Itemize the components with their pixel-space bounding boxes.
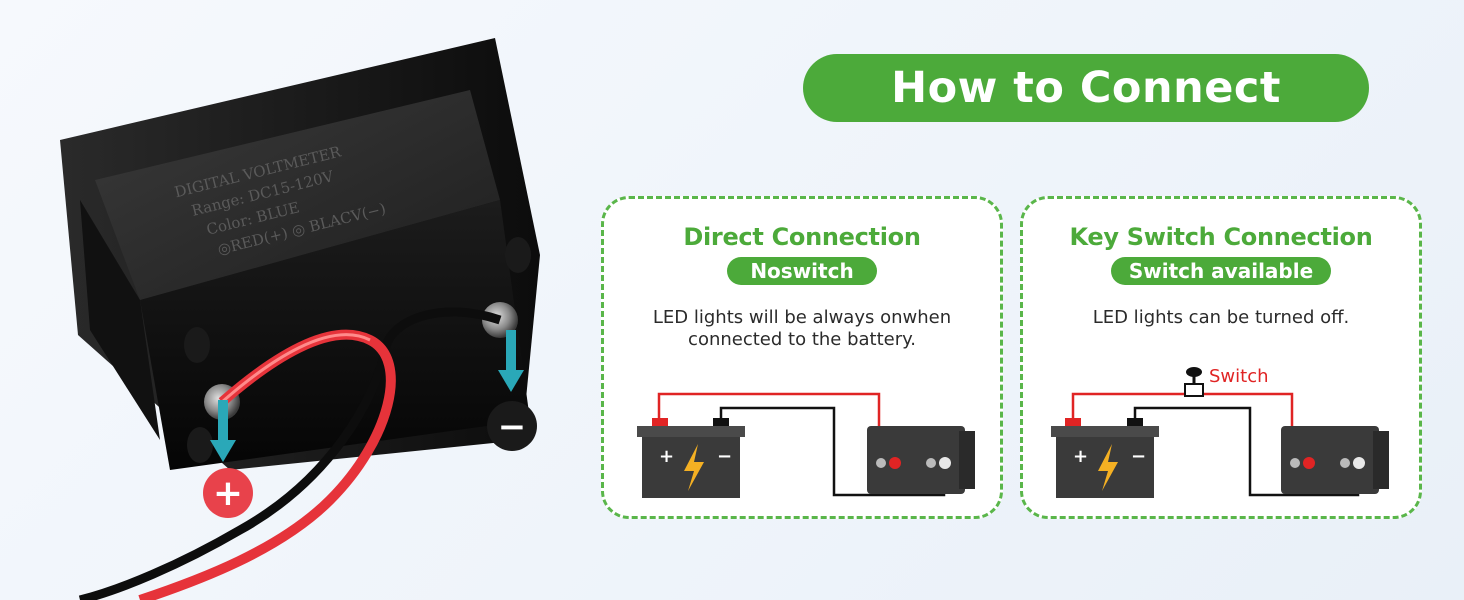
red-wire [657, 392, 881, 432]
positive-badge [203, 468, 253, 518]
svg-text:−: − [1131, 446, 1146, 467]
card-description: LED lights will be always onwhen connect… [652, 307, 952, 350]
mount-post [184, 327, 210, 363]
mount-post [505, 237, 531, 273]
card-description: LED lights can be turned off. [1092, 307, 1350, 328]
minus-symbol: − [498, 407, 527, 447]
negative-arrow [498, 330, 524, 392]
positive-arrow [210, 400, 236, 462]
plus-symbol: + [213, 473, 243, 514]
card-badge: Switch available [1111, 257, 1331, 285]
svg-text:−: − [717, 446, 732, 467]
switch-label: Switch [1209, 366, 1269, 387]
voltmeter-icon [1281, 426, 1389, 494]
page-title: How to Connect [803, 54, 1369, 122]
red-wire [1071, 392, 1294, 432]
black-wire [78, 307, 502, 600]
mount-post [187, 427, 213, 463]
housing-side [80, 200, 160, 440]
svg-text:+: + [659, 446, 674, 467]
card-badge: Noswitch [727, 257, 877, 285]
direct-connection-card: Direct Connection Noswitch LED lights wi… [601, 196, 1003, 519]
switch-icon [1184, 367, 1204, 397]
card-title: Key Switch Connection [1069, 223, 1373, 251]
switch-wiring-diagram: Switch + − [1051, 366, 1389, 498]
negative-badge [487, 401, 537, 451]
battery-icon: + − [1051, 418, 1159, 498]
key-switch-connection-card: Key Switch Connection Switch available L… [1020, 196, 1422, 519]
voltmeter-photo: DIGITAL VOLTMETER Range: DC15-120V Color… [60, 38, 540, 600]
svg-text:+: + [1073, 446, 1088, 467]
lightning-icon [1098, 444, 1118, 491]
voltmeter-icon [867, 426, 975, 494]
direct-wiring-diagram: + − [637, 392, 975, 498]
housing-top [95, 90, 500, 300]
lightning-icon [684, 444, 704, 491]
card-title: Direct Connection [683, 223, 921, 251]
battery-icon: + − [637, 418, 745, 498]
